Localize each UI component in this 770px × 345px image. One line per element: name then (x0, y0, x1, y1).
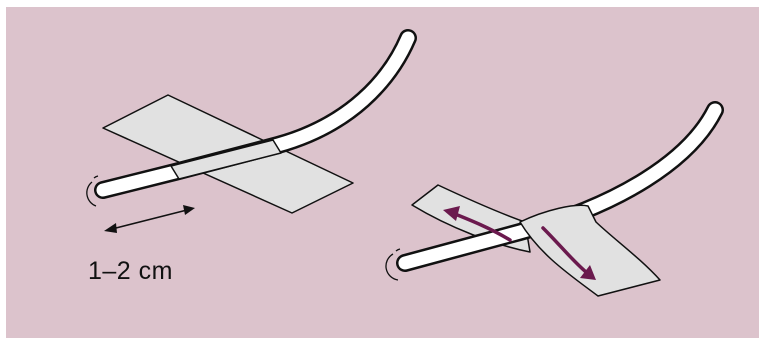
illustration-panel: 1–2 cm (6, 7, 759, 338)
illustration-svg (6, 7, 759, 338)
measurement-label: 1–2 cm (88, 257, 173, 286)
